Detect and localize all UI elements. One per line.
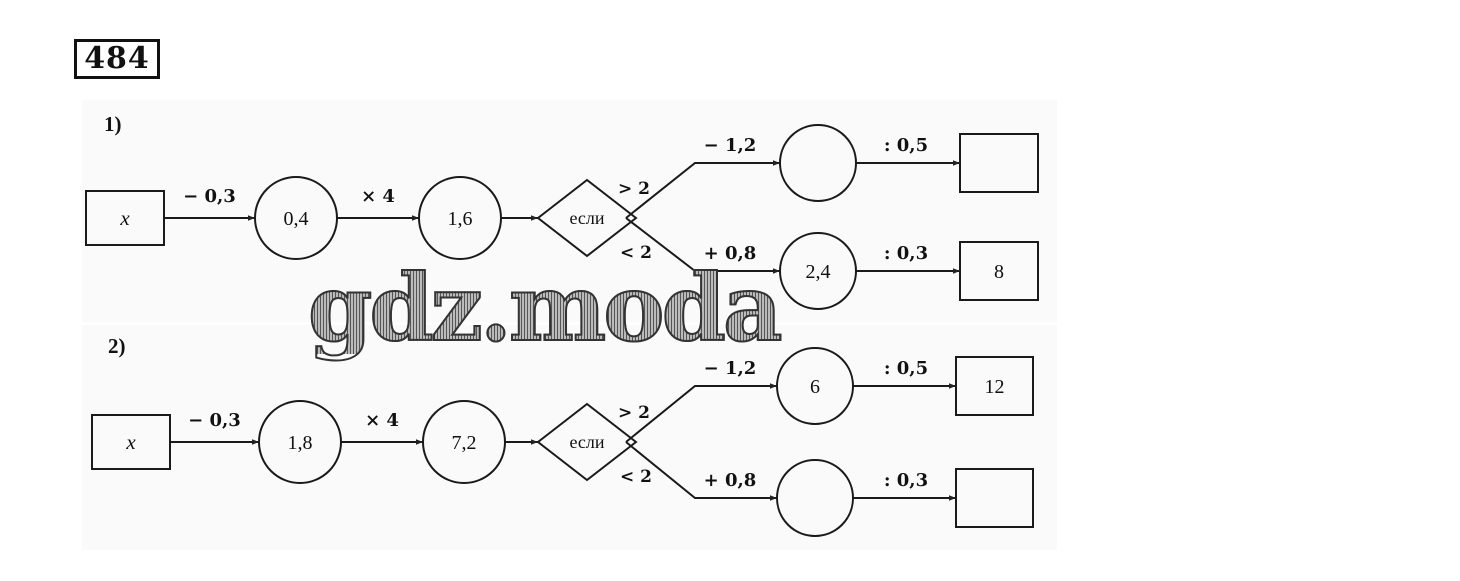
- part-2-input-label: x: [125, 430, 136, 454]
- part-1-step1-operation: − 0,3: [183, 186, 236, 207]
- part-1-arrow-lower-branch: [625, 217, 780, 274]
- part-2-step2-operation: × 4: [365, 410, 399, 431]
- part-2-lower-condition: < 2: [620, 467, 652, 487]
- part-1-lower-operation: + 0,8: [704, 243, 757, 264]
- part-1-lower-result: 8: [994, 261, 1004, 283]
- part-2-arrow-upper-branch: [625, 383, 777, 443]
- part-2-condition-diamond: [536, 402, 638, 482]
- problem-number: 484: [74, 39, 160, 79]
- part-1-label: 1): [104, 112, 122, 136]
- watermark: gdz.moda: [307, 254, 784, 362]
- part-2-upper-value: 6: [810, 376, 820, 398]
- part-1-background: [82, 100, 1057, 322]
- part-1-upper-final-operation: : 0,5: [884, 135, 928, 156]
- part-2-lower-final-operation: : 0,3: [884, 470, 928, 491]
- part-2-lower-operation: + 0,8: [704, 470, 757, 491]
- part-1-lower-result-box: [959, 241, 1039, 301]
- part-1-upper-condition: > 2: [618, 179, 650, 199]
- part-1-arrow-upper-branch: [625, 160, 780, 219]
- part-2-upper-condition: > 2: [618, 403, 650, 423]
- part-1-lower-value: 2,4: [806, 261, 831, 283]
- part-2-upper-final-operation: : 0,5: [884, 358, 928, 379]
- part-1-upper-circle: [779, 124, 857, 202]
- part-2-arrow-lower-branch: [625, 441, 777, 501]
- part-1-input-label: x: [119, 206, 130, 230]
- part-2-label: 2): [108, 334, 126, 358]
- part-1-upper-operation: − 1,2: [704, 135, 757, 156]
- part-1-upper-result-box: [959, 133, 1039, 193]
- part-1-step2-value: 1,6: [448, 208, 473, 230]
- part-1-lower-condition: < 2: [620, 243, 652, 263]
- part-2-step1-value: 1,8: [288, 432, 313, 454]
- part-2-step1-operation: − 0,3: [188, 410, 241, 431]
- part-2-condition-label: если: [569, 432, 604, 452]
- part-1-condition-diamond: [536, 178, 638, 258]
- part-1-lower-final-operation: : 0,3: [884, 243, 928, 264]
- part-2-step2-value: 7,2: [452, 432, 477, 454]
- part-2-upper-result-box: [955, 356, 1034, 416]
- part-2-upper-operation: − 1,2: [704, 358, 757, 379]
- part-2-background: [82, 325, 1057, 550]
- part-2-lower-circle: [776, 459, 854, 537]
- part-1-step2-operation: × 4: [361, 186, 395, 207]
- part-1-condition-label: если: [569, 208, 604, 228]
- part-2-upper-result: 12: [985, 376, 1005, 398]
- part-2-lower-result-box: [955, 468, 1034, 528]
- part-1-step1-value: 0,4: [284, 208, 309, 230]
